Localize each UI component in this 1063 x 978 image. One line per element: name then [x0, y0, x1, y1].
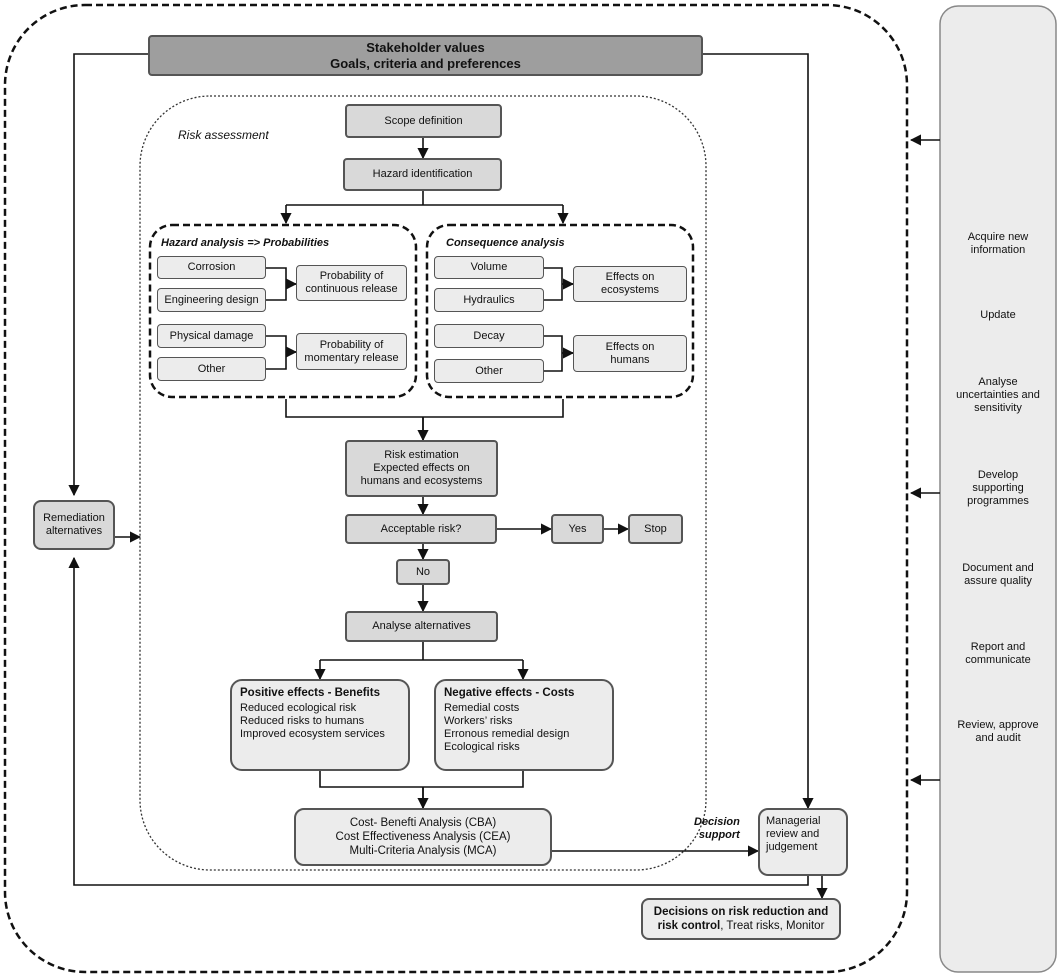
positive-effects-box: Positive effects - Benefits Reduced ecol… — [230, 679, 410, 771]
positive-effects-title: Positive effects - Benefits — [240, 687, 380, 699]
sidebar-review-approve-audit: Review, approve and audit — [957, 719, 1039, 744]
decisions-rest: , Treat risks, Monitor — [720, 920, 825, 932]
consequence-analysis-frame — [425, 223, 695, 399]
hazard-source-physical-damage: Physical damage — [157, 324, 266, 348]
consequence-source-volume: Volume — [434, 256, 544, 279]
stop-box: Stop — [628, 514, 683, 544]
outer-dashed-frame — [3, 3, 909, 974]
negative-item: Ecological risks — [444, 741, 520, 753]
yes-box: Yes — [551, 514, 604, 544]
negative-item: Remedial costs — [444, 702, 520, 714]
consequence-analysis-title: Consequence analysis — [446, 237, 565, 249]
managerial-review-box: Managerial review and judgement — [758, 808, 848, 876]
negative-item: Workers’ risks — [444, 715, 513, 727]
risk-assessment-frame — [139, 95, 707, 871]
acceptable-risk-box: Acceptable risk? — [345, 514, 497, 544]
prob-continuous-release: Probability of continuous release — [296, 265, 407, 301]
decision-support-label: Decision support — [694, 816, 740, 841]
scope-definition-box: Scope definition — [345, 104, 502, 138]
effects-on-humans: Effects on humans — [573, 335, 687, 372]
hazard-source-other: Other — [157, 357, 266, 381]
remediation-alternatives-box: Remediation alternatives — [33, 500, 115, 550]
sidebar-acquire-info: Acquire new information — [967, 231, 1029, 256]
hazard-analysis-title: Hazard analysis => Probabilities — [161, 237, 330, 249]
risk-assessment-label: Risk assessment — [178, 128, 269, 142]
sidebar-document-quality: Document and assure quality — [962, 562, 1034, 587]
negative-effects-box: Negative effects - Costs Remedial costs … — [434, 679, 614, 771]
hazard-analysis-frame — [148, 223, 418, 399]
consequence-source-hydraulics: Hydraulics — [434, 288, 544, 312]
no-box: No — [396, 559, 450, 585]
decisions-bold: Decisions on risk reduction and risk con… — [653, 906, 829, 932]
prob-momentary-release: Probability of momentary release — [296, 333, 407, 370]
sidebar-report-communicate: Report and communicate — [965, 641, 1031, 666]
risk-estimation-box: Risk estimation Expected effects on huma… — [345, 440, 498, 497]
hazard-source-engineering-design: Engineering design — [157, 288, 266, 312]
stakeholder-line1: Stakeholder values — [366, 39, 485, 55]
sidebar-analyse-uncertainties: Analyse uncertainties and sensitivity — [956, 376, 1040, 414]
effects-on-ecosystems: Effects on ecosystems — [573, 266, 687, 302]
decisions-box: Decisions on risk reduction and risk con… — [641, 898, 841, 940]
negative-effects-title: Negative effects - Costs — [444, 687, 575, 699]
sidebar-update: Update — [980, 309, 1016, 321]
hazard-identification-box: Hazard identification — [343, 158, 502, 191]
sidebar-develop-programmes: Develop supporting programmes — [967, 469, 1029, 507]
sidebar-panel — [939, 5, 1057, 973]
positive-item: Reduced ecological risk — [240, 702, 357, 714]
negative-item: Erronous remedial design — [444, 728, 570, 740]
stakeholder-line2: Goals, criteria and preferences — [330, 55, 521, 71]
consequence-source-decay: Decay — [434, 324, 544, 348]
positive-item: Reduced risks to humans — [240, 715, 365, 727]
positive-item: Improved ecosystem services — [240, 728, 385, 740]
analyse-alternatives-box: Analyse alternatives — [345, 611, 498, 642]
hazard-source-corrosion: Corrosion — [157, 256, 266, 279]
stakeholder-values-box: Stakeholder values Goals, criteria and p… — [148, 35, 703, 76]
cba-box: Cost- Benefti Analysis (CBA) Cost Effect… — [294, 808, 552, 866]
consequence-source-other: Other — [434, 359, 544, 383]
